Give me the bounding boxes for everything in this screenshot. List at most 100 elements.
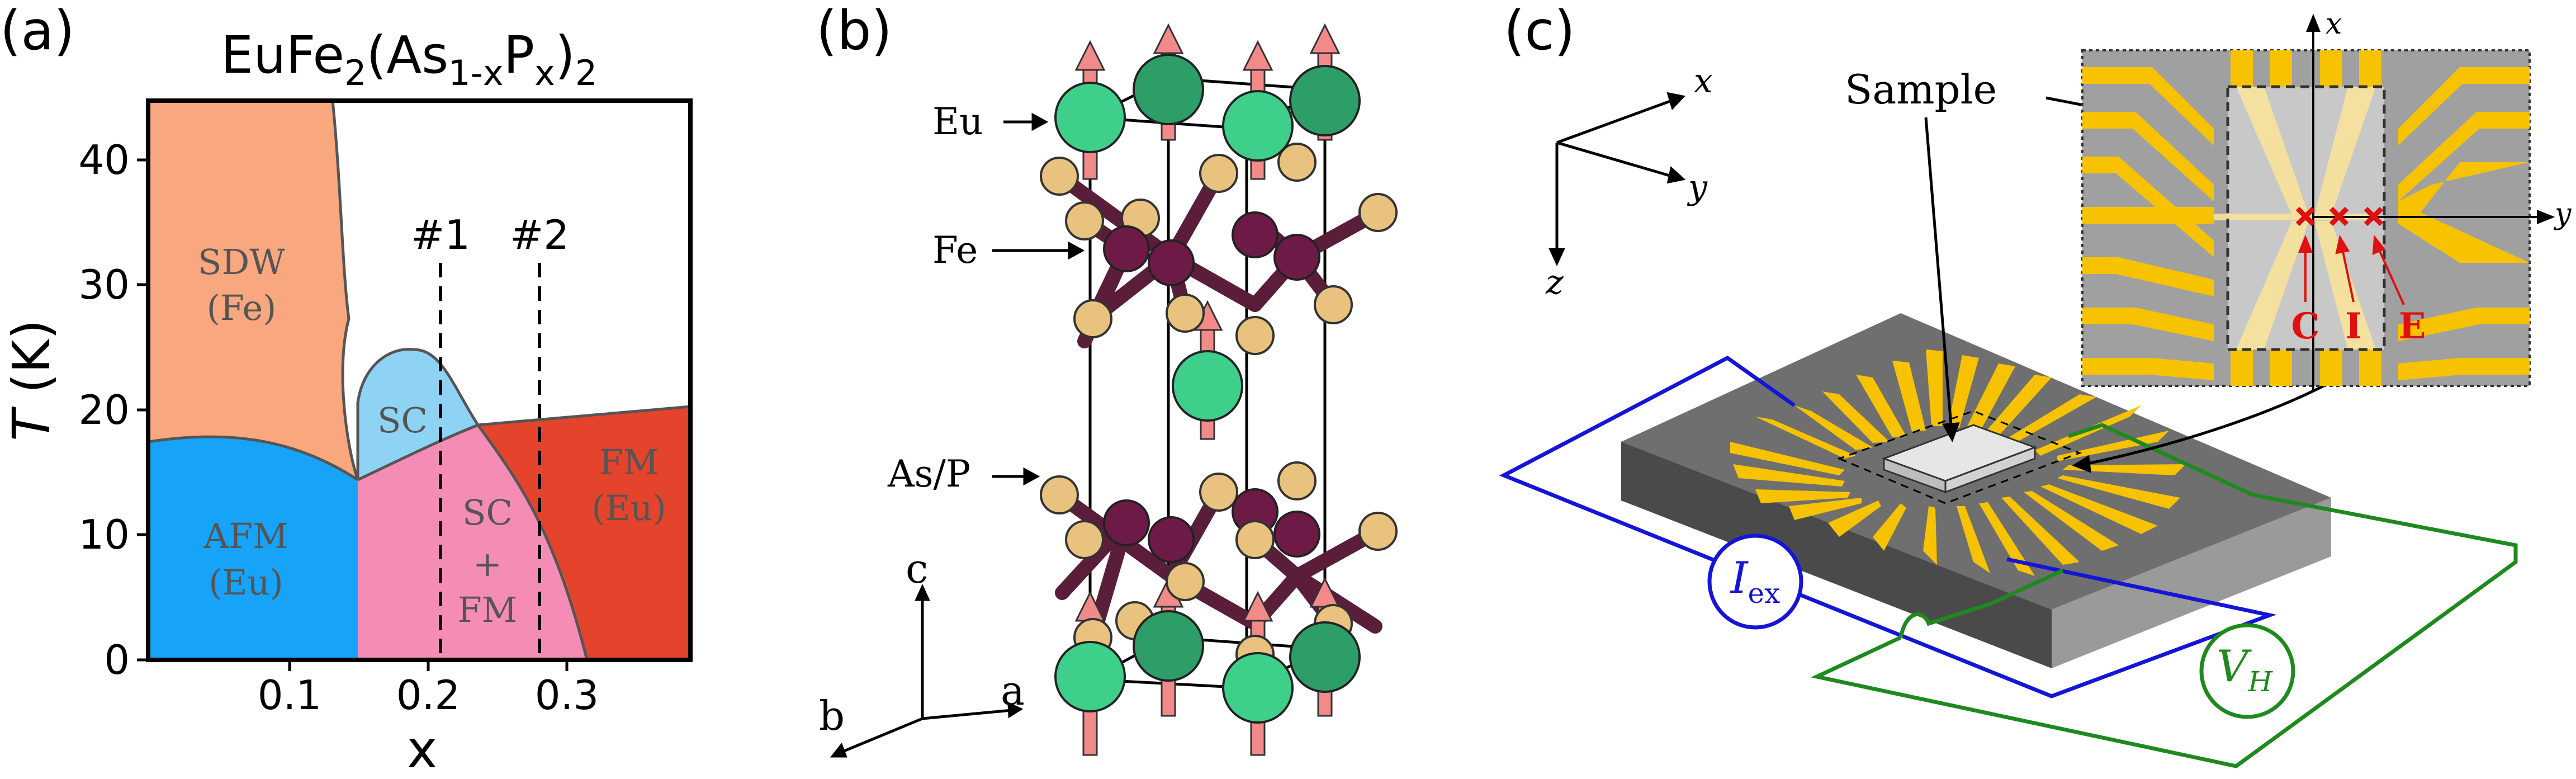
axis-z-label: z [1545, 263, 1564, 302]
as-p-atom [1073, 299, 1112, 338]
fe-atom [1103, 499, 1150, 546]
y-tick-0: 0 [104, 636, 130, 683]
inset-x-label: x [2326, 7, 2342, 41]
eu-atom [1172, 350, 1243, 422]
sample-2-label: #2 [510, 211, 569, 258]
eu-atom [1054, 641, 1126, 712]
eu-atom [1133, 610, 1204, 682]
scfm-label-3: FM [458, 589, 518, 630]
fe-atom [1273, 234, 1320, 281]
chip-left-side [1621, 442, 2052, 668]
panel-c-label: (c) [1504, 0, 1575, 62]
chip-right-side [2052, 498, 2331, 668]
axis-b-label: b [819, 692, 845, 739]
inset: x y C I E [2081, 7, 2572, 391]
sdw-label: SDW [198, 242, 285, 282]
as-p-atom [1199, 473, 1238, 512]
xyz-axes [1549, 92, 1686, 267]
eu-atom [1289, 621, 1361, 693]
afm-region [148, 437, 358, 660]
x-axis-label: x [407, 720, 437, 777]
contact-c-label: C [2291, 305, 2320, 347]
x-tick-0-1: 0.1 [258, 672, 322, 719]
inset-sample-outline [2226, 85, 2386, 351]
contact-i-label: I [2345, 305, 2362, 347]
eu-label: Eu [932, 100, 983, 143]
contact-e-label: E [2399, 305, 2426, 347]
plot-frame [146, 98, 693, 662]
as-p-atom [1040, 157, 1079, 196]
as-p-atom [1065, 201, 1104, 240]
fe-atom [1148, 239, 1195, 286]
as-p-atom [1235, 520, 1275, 559]
current-source [1707, 534, 1803, 630]
y-tick-10: 10 [78, 511, 130, 558]
panel-a-title: EuFe2(As1-xPx)2 [221, 25, 597, 93]
panel-a: (a) EuFe2(As1-xPx)2 #1 #2 SDW (Fe) AFM (… [0, 0, 693, 779]
fe-atom [1103, 225, 1150, 272]
as-p-atom [1277, 143, 1317, 182]
sc-region [358, 349, 478, 480]
y-axis-label: T (K) [2, 319, 61, 441]
panel-c: (c) x y z [1499, 0, 2572, 768]
eu-atom [1222, 90, 1294, 162]
voltage-label: VH [2217, 641, 2273, 698]
as-p-atom [1235, 316, 1275, 355]
eu-atom [1054, 82, 1126, 153]
voltage-loop [1811, 493, 2518, 768]
fm-label: FM [599, 442, 659, 483]
eu-atom [1133, 54, 1204, 125]
fe-atom [1273, 511, 1320, 558]
as-p-atom [1166, 562, 1205, 601]
as-p-atom [1277, 461, 1317, 501]
x-tick-0-2: 0.2 [396, 672, 461, 719]
panel-b-label: (b) [816, 0, 892, 62]
y-tick-40: 40 [78, 136, 130, 183]
x-tick-0-3: 0.3 [535, 672, 599, 719]
scfm-label-1: SC [462, 492, 513, 533]
gold-leads [1730, 350, 2186, 576]
sc-fm-region [358, 425, 587, 660]
sample-chip [1836, 410, 2082, 504]
as-p-atom [1199, 154, 1238, 193]
afm-sublabel: (Eu) [209, 562, 283, 603]
panel-a-label: (a) [0, 0, 75, 62]
as-p-atom [1358, 193, 1398, 232]
y-tick-20: 20 [78, 386, 130, 433]
contact-markers [2295, 206, 2384, 226]
sample-label: Sample [1845, 66, 1997, 113]
lattice-axes [830, 583, 1024, 758]
axis-c-label: c [906, 545, 928, 592]
fe-atom [1148, 516, 1195, 563]
panel-b: (b) [816, 0, 1398, 758]
as-p-atoms [1040, 143, 1398, 674]
as-p-atom [1166, 294, 1205, 333]
sdw-region [148, 101, 358, 480]
as-p-atom [1040, 475, 1079, 514]
as-p-atom [1314, 285, 1353, 324]
y-tick-30: 30 [78, 261, 130, 308]
fm-sublabel: (Eu) [591, 488, 666, 528]
phase-boundaries [148, 100, 691, 660]
sc-label: SC [377, 400, 428, 441]
label-pointers [992, 112, 1085, 486]
as-p-atom [1358, 512, 1398, 551]
afm-label: AFM [203, 516, 288, 556]
as-p-label: As/P [887, 452, 970, 495]
axis-x-label: x [1694, 62, 1713, 101]
ticks [137, 158, 569, 671]
eu-atoms [1054, 54, 1361, 724]
inset-y-label: y [2554, 197, 2572, 231]
voltmeter [2199, 623, 2295, 719]
fm-region [478, 407, 690, 660]
sample-1-label: #1 [411, 211, 470, 258]
as-p-atom [1065, 520, 1104, 559]
current-label: Iex [1730, 553, 1781, 610]
axis-a-label: a [1001, 667, 1025, 714]
fe-atom [1232, 211, 1278, 258]
contact-pointers [2298, 234, 2405, 305]
sdw-sublabel: (Fe) [207, 287, 277, 328]
axis-y-label: y [1687, 168, 1708, 207]
eu-atom [1222, 652, 1294, 724]
